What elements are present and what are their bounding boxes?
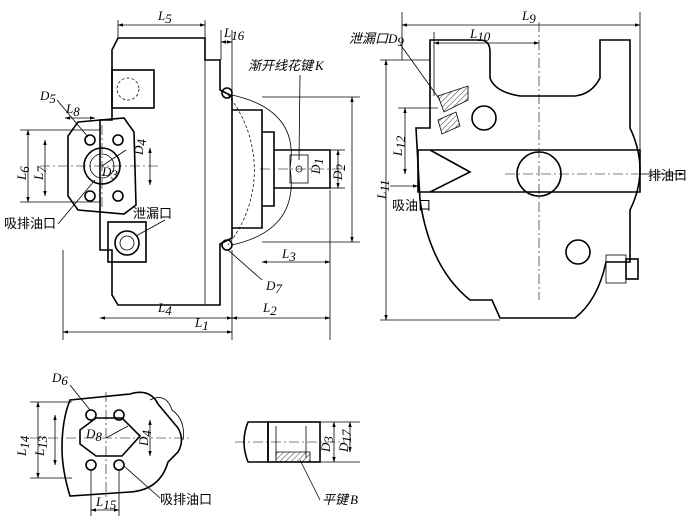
label-D2: D2 (330, 164, 348, 181)
label-D3-key: D3 (318, 436, 336, 453)
side-upper-port (471, 105, 497, 131)
label-L5: L5 (157, 8, 172, 26)
flange-outline-arc (231, 94, 292, 246)
label-L9: L9 (521, 8, 536, 26)
label-L3: L3 (281, 246, 296, 264)
side-bolt-head (625, 258, 639, 280)
label-L10: L10 (469, 26, 491, 44)
flange-bolt-bottom (221, 239, 233, 251)
callout-leak-port-right: 泄漏口D9 (349, 31, 404, 49)
bolt-circle-arc (227, 94, 255, 246)
label-D6: D6 (51, 370, 68, 388)
label-D8: D8 (85, 426, 102, 444)
label-D4: D4 (131, 139, 149, 156)
side-notch (429, 149, 472, 193)
label-D3: D3 (101, 164, 118, 182)
label-L2: L2 (262, 300, 277, 318)
detail-flange-outline (61, 391, 183, 497)
leak-port-block-top (111, 69, 155, 109)
leader-D6 (69, 384, 91, 411)
shaft-end-profile (243, 421, 269, 463)
front-view: L5 L16 D5 L8 D4 D3 L6 L7 L4 L2 L1 L3 D1 … (4, 8, 360, 340)
side-port-bolt-4 (112, 190, 124, 202)
label-L1: L1 (194, 315, 209, 333)
label-D7: D7 (265, 278, 282, 296)
detail-bolt-3 (85, 459, 97, 471)
callout-leak-port-main: 泄漏口 (133, 206, 172, 222)
label-L13: L13 (32, 435, 50, 457)
side-leak-port-section-2 (437, 111, 461, 135)
leader-D3 (101, 149, 127, 167)
side-view: L9 L10 L11 L12 泄漏口D9 排油口 吸油口 (349, 8, 687, 321)
label-D1: D1 (308, 158, 326, 175)
leader-spline (298, 74, 301, 161)
side-port-flange (67, 117, 137, 215)
callout-suction-discharge-bottom: 吸排油口 (160, 493, 212, 508)
detail-bolt-2 (113, 409, 125, 421)
leak-port-bottom-inner (119, 235, 135, 251)
side-leak-port-section (437, 85, 469, 113)
leader-detail-port (123, 465, 161, 499)
callout-discharge: 排油口 (648, 169, 687, 184)
side-lower-port (565, 239, 591, 265)
leader-D5 (56, 99, 89, 138)
detail-break-line (149, 397, 184, 441)
port-flange-detail: D6 D8 D4 L14 L13 L15 吸排油口 (14, 370, 212, 516)
side-port-bolt-1 (84, 134, 96, 146)
leader-D7 (227, 249, 263, 281)
side-port-bolt-2 (112, 134, 124, 146)
detail-port-bore (79, 417, 142, 457)
label-L6: L6 (14, 166, 32, 181)
label-L16: L16 (223, 25, 245, 43)
label-L15: L15 (95, 494, 117, 512)
leader-flat-key (299, 459, 321, 501)
label-L11: L11 (374, 180, 392, 200)
leader-D8 (105, 425, 129, 439)
label-L4: L4 (157, 300, 172, 318)
side-bolt-body (605, 254, 627, 284)
leader-D9 (399, 43, 441, 101)
label-D4-detail: D4 (136, 430, 154, 447)
label-L7: L7 (31, 166, 49, 181)
label-L12: L12 (390, 135, 408, 157)
drive-shaft (274, 149, 331, 189)
leak-port-top (116, 77, 140, 101)
leak-port-block-bottom (107, 221, 147, 263)
callout-suction: 吸油口 (392, 199, 431, 214)
callout-suction-discharge-left: 吸排油口 (4, 217, 56, 232)
label-L17: D17 (336, 429, 354, 453)
detail-bolt-4 (113, 459, 125, 471)
side-cross-body (417, 149, 641, 193)
detail-bolt-1 (85, 409, 97, 421)
label-L14: L14 (14, 435, 32, 457)
side-housing (415, 39, 641, 319)
flat-key-section (275, 451, 311, 463)
leader-leak-port (135, 219, 166, 237)
side-port-bolt-3 (84, 190, 96, 202)
label-L8: L8 (65, 101, 80, 119)
leader-suction-discharge (57, 179, 96, 225)
label-D5: D5 (39, 88, 56, 106)
leak-port-bottom (114, 230, 140, 256)
